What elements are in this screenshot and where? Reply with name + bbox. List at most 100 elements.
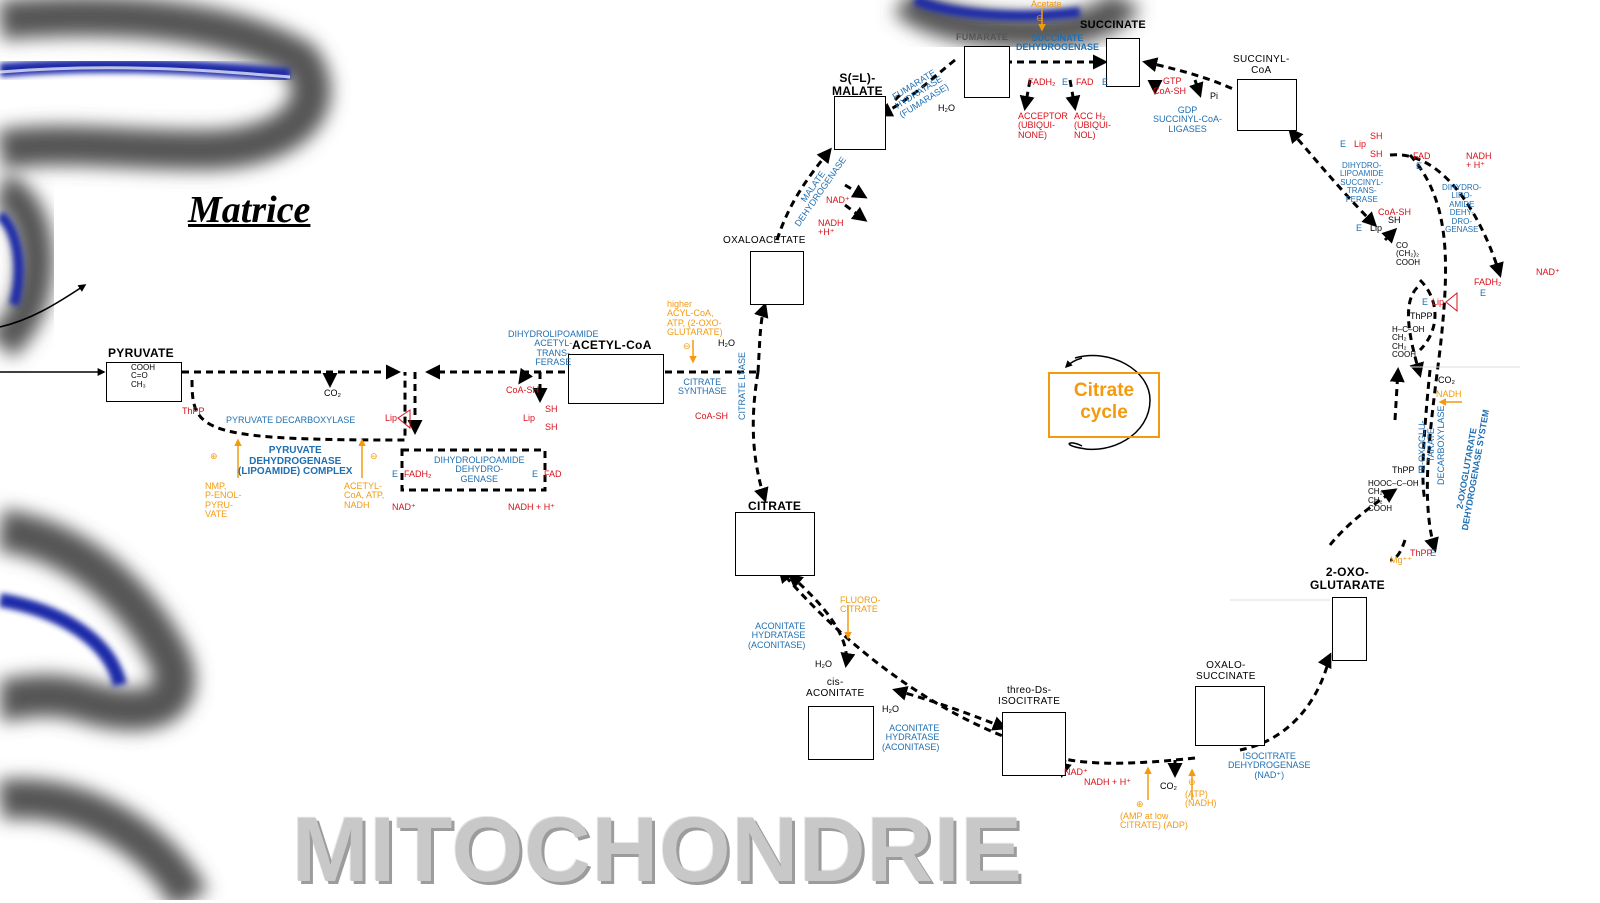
lip-2: Lip [1432, 297, 1445, 307]
citrate-lyase-label: CITRATE LYASE [737, 351, 747, 420]
regulator-malonate: Acetate [1031, 0, 1062, 9]
cis-aconitate-box [808, 706, 874, 760]
regulator-plus-1: ⊕ [210, 451, 218, 461]
citrate-box [735, 512, 815, 576]
acetyl-coa-label: ACETYL-CoA [572, 338, 652, 352]
nad-4: NAD⁺ [826, 195, 850, 205]
regulator-acetyl-coa: ACETYL- CoA, ATP, NADH [344, 481, 385, 510]
lip-4: Lip [1370, 223, 1383, 233]
mitochondrie-watermark: MITOCHONDRIE [292, 799, 1023, 901]
e-4: E [1418, 465, 1425, 475]
dihydrolipoamide-dehydrogenase-label: DIHYDROLIPOAMIDE DEHYDRO- GENASE [434, 455, 525, 484]
e-2: E [532, 469, 539, 479]
fadh2-3: FADH₂ [1028, 77, 1056, 87]
fad-3: FAD [1076, 77, 1094, 87]
dihydrolipoamide-dehydrogenase-2-label: DIHYDRO- LIPO- AMIDE DEHY- DRO- GENASE [1442, 183, 1482, 234]
regulator-fluorocitrate: FLUORO- CITRATE [840, 595, 881, 615]
sh-b: SH [545, 422, 558, 432]
acc-h2: ACC H₂ (UBIQUI- NOL) [1074, 111, 1111, 140]
membrane-fold-top [0, 0, 331, 171]
h2o-3: H₂O [882, 704, 899, 714]
aconitate-hydratase-2-label: ACONITATE HYDRATASE (ACONITASE) [882, 723, 940, 752]
e-5: E [1422, 297, 1429, 307]
succinate-label: SUCCINATE [1080, 19, 1147, 31]
oxoglutarate-label: 2-OXO- GLUTARATE [1310, 565, 1385, 592]
entry-arrow-upper [0, 284, 87, 328]
fumarate-label: FUMARATE [956, 32, 1009, 42]
nadh-3: NADH [1436, 389, 1462, 399]
e-1: E [392, 469, 399, 479]
dihydrolipoamide-acetyltransferase-label: DIHYDROLIPOAMIDE ACETYL- TRANS- FERASE [508, 329, 599, 368]
acetyl-coa-box [568, 354, 664, 404]
lipoate-ring-1 [397, 409, 411, 430]
e-6: E [1480, 288, 1487, 298]
regulator-plus-2: ⊕ [1136, 799, 1144, 809]
regulator-minus-2: ⊖ [683, 341, 691, 351]
membrane-fold-left [0, 172, 54, 359]
succinyl-coa-box [1237, 79, 1297, 131]
succinate-dehydrogenase-label: SUCCINATE DEHYDROGENASE [1016, 33, 1100, 53]
regulator-atp-nadh: (ATP) (NADH) [1185, 789, 1217, 809]
h2o-2: H₂O [815, 659, 832, 669]
thpp-label-2: ThPP [1410, 311, 1433, 321]
pdh-dashed-paths [182, 364, 565, 492]
coa-sh-2: CoA-SH [695, 411, 729, 421]
regulator-arrows [234, 8, 1462, 800]
fadh2-2: FADH₂ [1474, 277, 1502, 287]
oxalosuccinate-label: OXALO- SUCCINATE [1196, 660, 1256, 682]
e-10: E [1062, 77, 1069, 87]
oxalosuccinate-box [1195, 686, 1265, 746]
succinyl-coa-label: SUCCINYL- CoA [1233, 54, 1290, 76]
isocitrate-dehydrogenase-label: ISOCITRATE DEHYDROGENASE (NAD⁺) [1228, 751, 1311, 780]
membrane-fold-succinate [892, 0, 1141, 49]
citrate-label: CITRATE [748, 499, 802, 513]
membrane-fold-bottom [0, 509, 208, 900]
fumarate-box [964, 46, 1010, 98]
pdh-complex-label: PYRUVATE DEHYDROGENASE (LIPOAMIDE) COMPL… [238, 445, 353, 477]
succinyl-coa-ligase-label: GDP SUCCINYL-CoA- LIGASES [1153, 105, 1223, 134]
e-7: E [1416, 161, 1423, 171]
co2-1: CO₂ [324, 388, 341, 398]
citrate-cycle-label: Citrate cycle [1073, 380, 1135, 423]
thpp-1: ThPP [182, 406, 205, 416]
pi: Pi [1210, 91, 1219, 101]
pyruvate-decarboxylase-label: PYRUVATE DECARBOXYLASE [226, 415, 356, 425]
isocitrate-label: threo-Ds- ISOCITRATE [998, 685, 1061, 707]
succinate-box [1106, 38, 1140, 87]
citrate-synthase-label: CITRATE SYNTHASE [678, 377, 727, 397]
isocitrate-box [1002, 712, 1066, 776]
lip-3: Lip [1354, 139, 1367, 149]
nadh-5: NADH +H⁺ [818, 218, 844, 238]
oxaloacetate-box [750, 251, 804, 305]
nad-2: NAD⁺ [1064, 767, 1088, 777]
coa-sh-1: CoA-SH [506, 385, 540, 395]
regulator-acyl-coa: higher ACYL-CoA, ATP, (2-OXO- GLUTARATE) [667, 299, 723, 338]
oxoglutarate-adduct: HOOC–C–OH CH₂ CH₂ COOH [1368, 479, 1419, 514]
cis-aconitate-label: cis- ACONITATE [806, 677, 865, 699]
regulator-minus-1: ⊖ [370, 451, 378, 461]
mg: Mg⁺⁺ [1390, 555, 1413, 565]
nadh-2: NADH + H⁺ [1084, 777, 1132, 787]
co2-2: CO₂ [1160, 781, 1177, 791]
sh-a: SH [545, 404, 558, 414]
oxoglutarate-box [1332, 597, 1367, 661]
cycle-arrow [1068, 354, 1151, 450]
e-11: E [1102, 77, 1109, 87]
nad-1: NAD⁺ [392, 502, 416, 512]
sh-c: SH [1370, 131, 1383, 141]
lip-ss: Lip [385, 413, 398, 423]
co2-3: CO₂ [1438, 375, 1455, 385]
sh-e: SH [1388, 215, 1401, 225]
pyruvate-box [106, 362, 182, 402]
citrate-cycle-badge: Citrate cycle [1048, 372, 1160, 438]
nad-3: NAD⁺ [1536, 267, 1560, 277]
acceptor: ACCEPTOR (UBIQUI- NONE) [1018, 111, 1068, 140]
thpp-2: ThPP [1392, 465, 1415, 475]
sh-d: SH [1370, 149, 1383, 159]
malate-box [834, 96, 886, 150]
succinyl-chain: CO (CH₂)₂ COOH [1396, 241, 1420, 267]
regulator-minus-3: ⊖ [1188, 777, 1196, 787]
malate-label: S(=L)- MALATE [832, 71, 883, 98]
